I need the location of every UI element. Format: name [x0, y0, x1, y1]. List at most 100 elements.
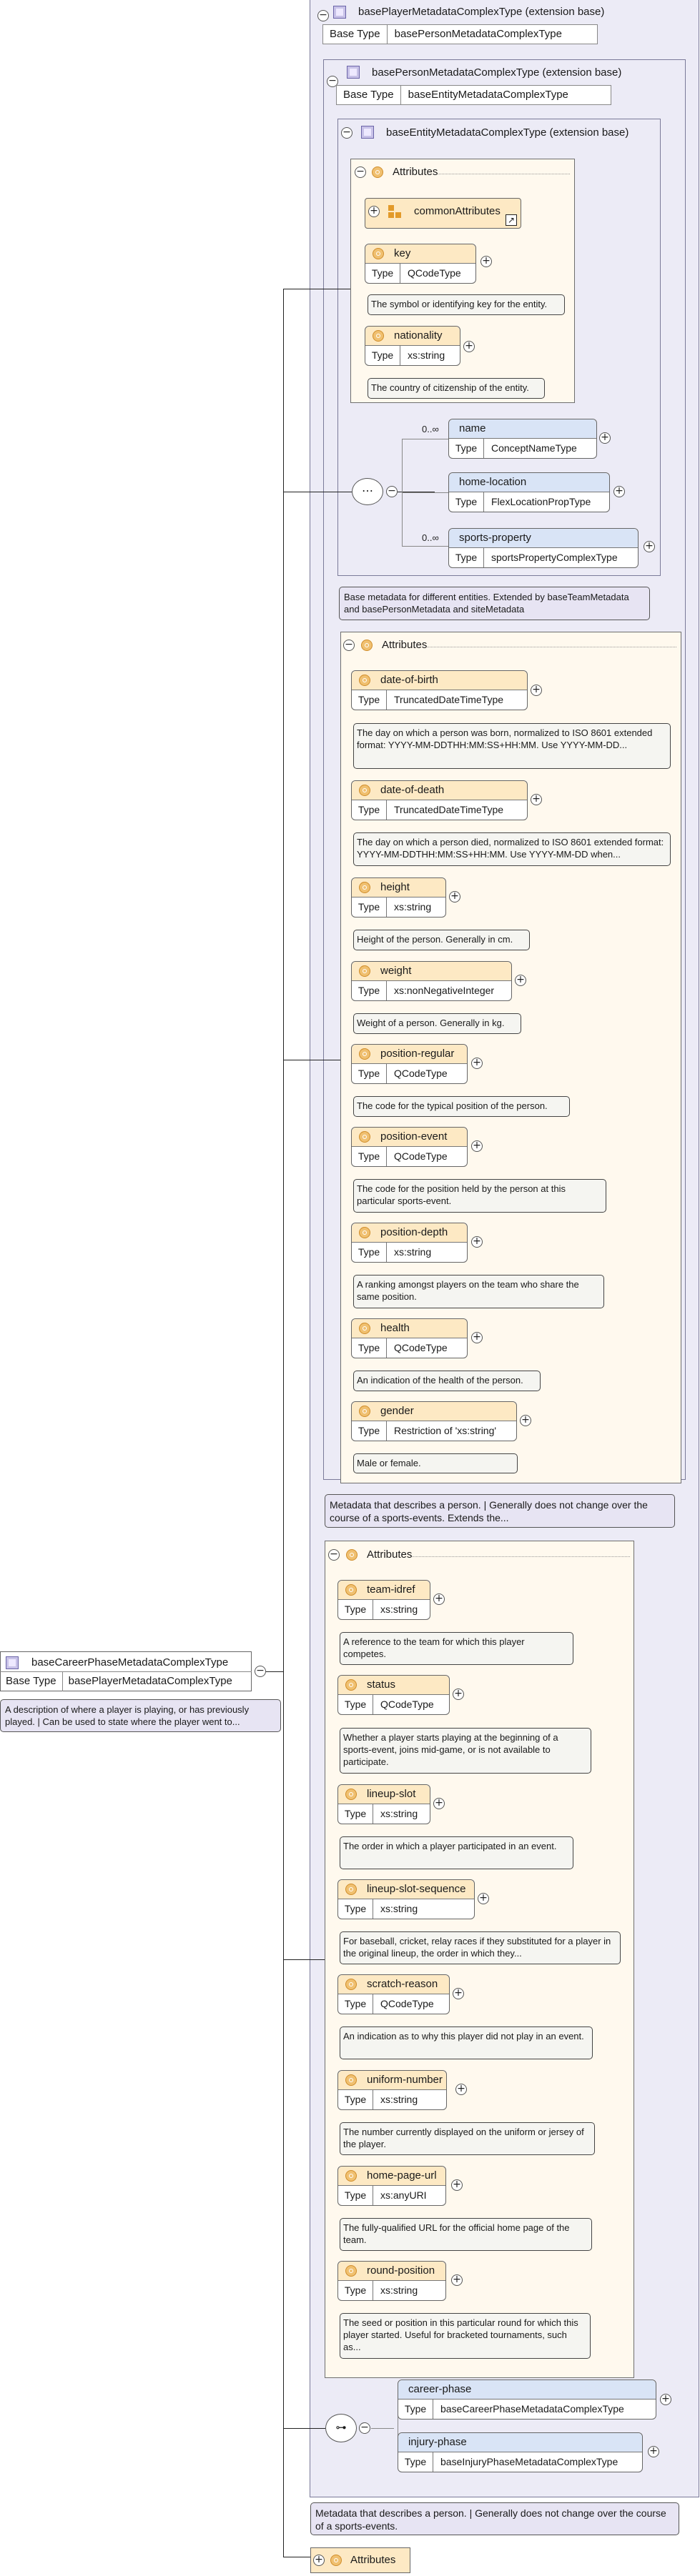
attribute-note: The fully-qualified URL for the official…: [340, 2218, 592, 2251]
connector-line: [402, 546, 448, 547]
attribute-icon: [359, 675, 370, 686]
cardinality: 0..∞: [422, 424, 439, 434]
expand-toggle-health[interactable]: +: [471, 1332, 483, 1343]
element-name: home-location: [459, 476, 527, 488]
collapse-toggle-entity-attributes[interactable]: −: [355, 166, 366, 178]
bottom-attributes-box[interactable]: [310, 2547, 410, 2573]
collapse-toggle-base-player[interactable]: −: [317, 10, 329, 21]
attribute-name: height: [380, 881, 410, 893]
expand-toggle-home-page-url[interactable]: +: [451, 2179, 463, 2191]
type-value: QCodeType: [408, 267, 461, 279]
base-entity-title: baseEntityMetadataComplexType (extension…: [386, 126, 629, 139]
complex-type-icon: [6, 1656, 19, 1669]
expand-toggle-home-location[interactable]: +: [613, 486, 625, 497]
expand-toggle-team-idref[interactable]: +: [433, 1593, 445, 1605]
attribute-icon: [345, 2074, 357, 2086]
expand-toggle-weight[interactable]: +: [515, 975, 526, 986]
attribute-note: The country of citizenship of the entity…: [368, 378, 545, 399]
expand-toggle-date-of-birth[interactable]: +: [531, 685, 542, 696]
attribute-name: key: [394, 247, 411, 259]
collapse-toggle-player-choice[interactable]: −: [359, 2422, 370, 2434]
attribute-name: weight: [380, 965, 412, 977]
collapse-toggle-player-attributes[interactable]: −: [328, 1549, 340, 1561]
expand-toggle-injury-phase[interactable]: +: [648, 2446, 659, 2457]
type-value: baseInjuryPhaseMetadataComplexType: [440, 2456, 618, 2467]
type-label: Type: [338, 1994, 373, 2014]
type-value: xs:string: [394, 901, 432, 912]
expand-toggle-date-of-death[interactable]: +: [531, 794, 542, 805]
attribute-name: home-page-url: [367, 2169, 437, 2182]
expand-toggle-position-depth[interactable]: +: [471, 1236, 483, 1248]
connector-line: [283, 289, 284, 2557]
collapse-toggle-base-person[interactable]: −: [327, 76, 338, 87]
attribute-icon: [359, 965, 370, 977]
attribute-note: The symbol or identifying key for the en…: [368, 294, 565, 315]
type-value: baseCareerPhaseMetadataComplexType: [440, 2403, 624, 2415]
expand-toggle-lineup-slot[interactable]: +: [433, 1798, 445, 1809]
attribute-note: For baseball, cricket, relay races if th…: [340, 1931, 621, 1964]
attribute-height[interactable]: height Type xs:string: [351, 877, 446, 917]
type-label: Type: [352, 1147, 387, 1166]
type-value: ConceptNameType: [491, 442, 577, 454]
shortcut-icon[interactable]: ↗: [506, 214, 517, 226]
type-value: QCodeType: [394, 1150, 448, 1162]
base-type-label: Base Type: [337, 86, 401, 104]
expand-toggle-common-attributes[interactable]: +: [368, 206, 380, 217]
expand-toggle-bottom-attributes[interactable]: +: [313, 2555, 325, 2566]
collapse-toggle-root[interactable]: −: [255, 1666, 266, 1677]
connector-line: [402, 492, 448, 493]
expand-toggle-height[interactable]: +: [449, 891, 460, 902]
attribute-icon: [345, 2265, 357, 2277]
expand-toggle-round-position[interactable]: +: [451, 2274, 463, 2286]
attribute-icon: [359, 1131, 370, 1143]
expand-toggle-name[interactable]: +: [599, 432, 611, 444]
attribute-name: gender: [380, 1405, 414, 1417]
person-attributes-title: Attributes: [382, 639, 428, 651]
cardinality: 0..∞: [422, 532, 439, 543]
type-value: xs:string: [380, 2284, 418, 2296]
attribute-note: A ranking amongst players on the team wh…: [353, 1275, 604, 1308]
expand-toggle-sports-property[interactable]: +: [644, 541, 655, 552]
expand-toggle-scratch-reason[interactable]: +: [453, 1988, 464, 1999]
expand-toggle-gender[interactable]: +: [520, 1415, 531, 1426]
expand-toggle-uniform-number[interactable]: +: [455, 2084, 467, 2095]
attribute-name: health: [380, 1322, 410, 1334]
expand-toggle-position-event[interactable]: +: [471, 1140, 483, 1152]
type-label: Type: [338, 1899, 373, 1919]
type-label: Type: [352, 897, 387, 917]
expand-toggle-position-regular[interactable]: +: [471, 1058, 483, 1069]
attribute-note: The day on which a person died, normaliz…: [353, 832, 671, 866]
collapse-toggle-base-entity[interactable]: −: [341, 127, 353, 139]
collapse-toggle-entity-sequence[interactable]: −: [386, 486, 398, 497]
expand-toggle-key[interactable]: +: [480, 256, 492, 267]
collapse-toggle-person-attributes[interactable]: −: [343, 640, 355, 651]
expand-toggle-lineup-slot-sequence[interactable]: +: [478, 1893, 489, 1904]
attribute-note: Male or female.: [353, 1453, 518, 1473]
expand-toggle-status[interactable]: +: [453, 1689, 464, 1700]
expand-toggle-career-phase[interactable]: +: [660, 2394, 671, 2405]
expand-toggle-nationality[interactable]: +: [463, 341, 475, 352]
